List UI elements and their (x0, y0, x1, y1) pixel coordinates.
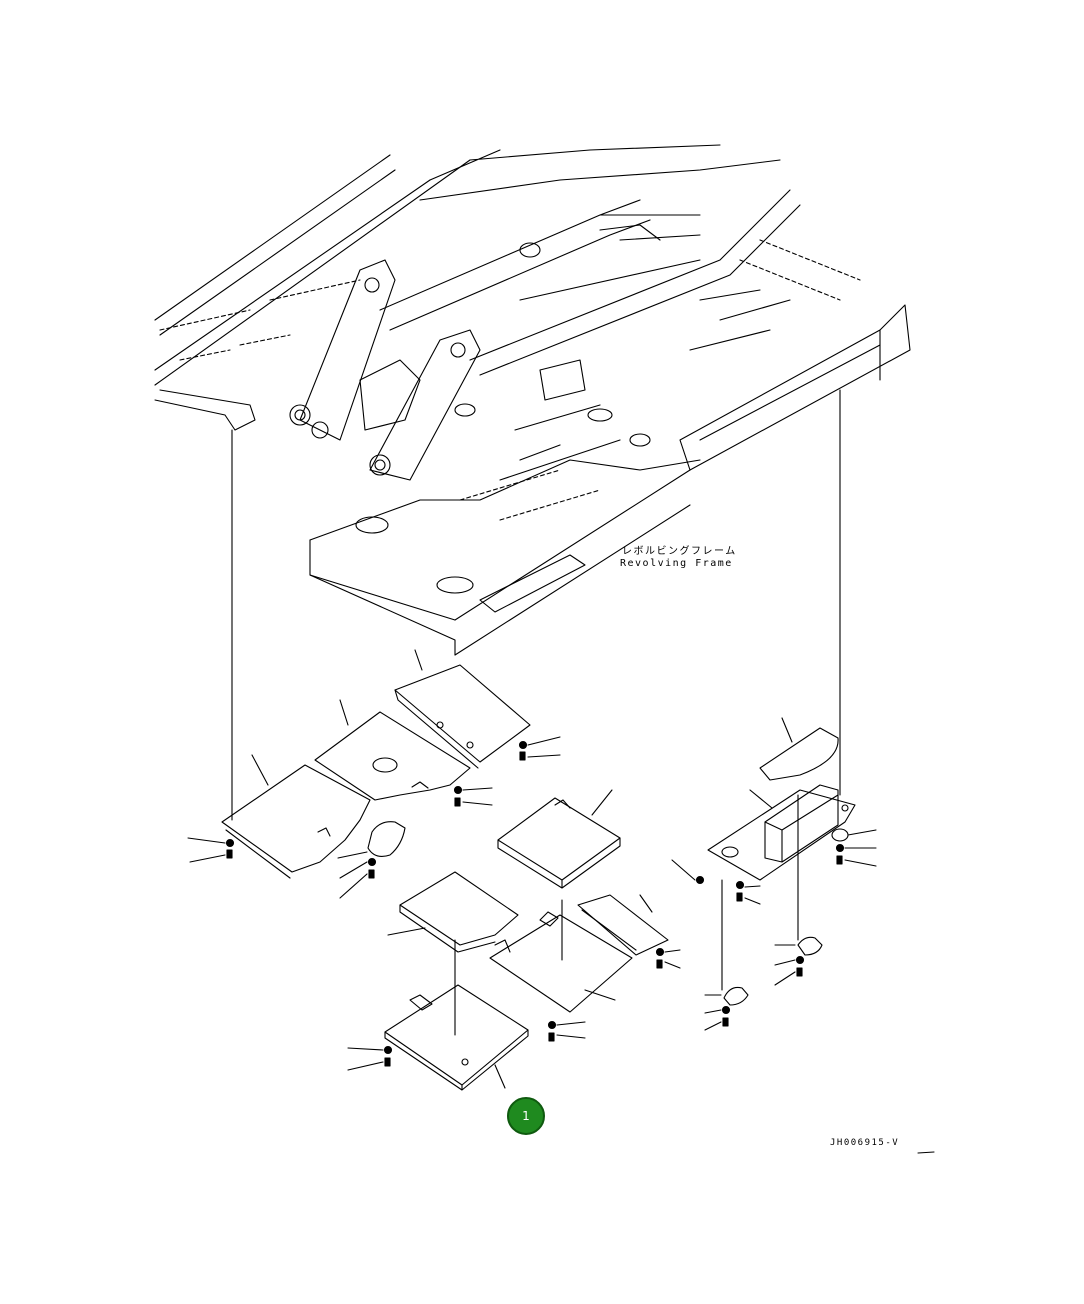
cover-strip (577, 894, 669, 956)
cover-plate-bottom (384, 984, 529, 1091)
cover-plate-top (394, 649, 531, 769)
cover-square-upper (497, 789, 621, 889)
cover-plate-center (489, 911, 633, 1013)
frame-label-english: Revolving Frame (620, 558, 733, 569)
revolving-frame (154, 144, 911, 656)
bracket-right (707, 784, 856, 881)
cover-plate-left (221, 754, 371, 879)
frame-label-japanese: レボルビングフレーム (622, 546, 737, 557)
alignment-lines (231, 389, 841, 1036)
leader-lines (187, 736, 935, 1154)
callout-marker-1[interactable]: 1 (507, 1097, 545, 1135)
bolts (225, 740, 845, 1067)
round-cover (367, 821, 406, 857)
caps (723, 828, 849, 1006)
drawing-id: JH006915-V (830, 1138, 900, 1148)
cover-plate-middle (314, 699, 471, 801)
cover-curved-right (759, 717, 839, 781)
cover-square-lower (387, 871, 519, 953)
